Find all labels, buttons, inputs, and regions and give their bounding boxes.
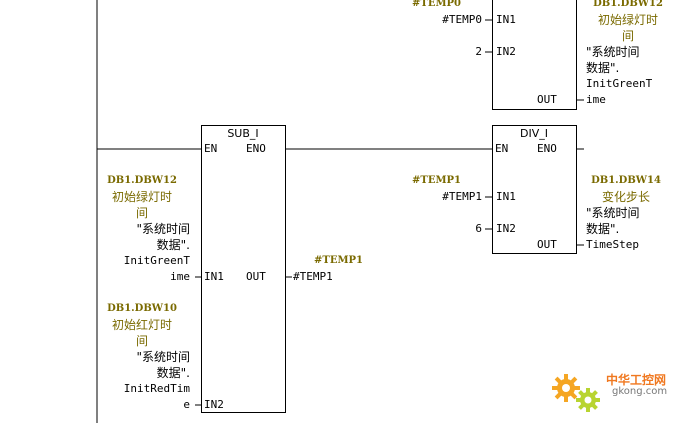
- sub-in2-symbol-1: "系统时间: [136, 350, 190, 364]
- div-out-address: DB1.DBW14: [591, 175, 661, 186]
- top-div-in1-pin: IN1: [496, 13, 516, 26]
- div-out-symbol-1: "系统时间: [586, 206, 640, 220]
- div-i-out-pin: OUT: [537, 238, 557, 251]
- sub-in2-address: DB1.DBW10: [107, 303, 177, 314]
- top-div-out-address: DB1.DBW12: [593, 0, 663, 9]
- top-div-in2-operand[interactable]: 2: [475, 45, 482, 58]
- sub-out-operand[interactable]: #TEMP1: [293, 270, 333, 283]
- div-in1-label: #TEMP1: [412, 175, 461, 186]
- sub-in1-symbol-3: InitGreenT: [123, 254, 190, 267]
- div-i-eno-pin: ENO: [537, 142, 557, 155]
- sub-i-in1-pin: IN1: [204, 270, 224, 283]
- div-in2-operand[interactable]: 6: [475, 222, 482, 235]
- top-div-out-symbol-2: 数据".: [586, 61, 620, 75]
- top-div-out-comment-1: 初始绿灯时: [597, 13, 658, 27]
- sub-i-title: SUB_I: [227, 127, 259, 140]
- div-out-comment: 变化步长: [601, 190, 650, 204]
- top-div-out-pin: OUT: [537, 93, 557, 106]
- top-div-out-symbol-1: "系统时间: [586, 45, 640, 59]
- top-div-block[interactable]: [492, 0, 577, 110]
- div-out-symbol-3[interactable]: TimeStep: [586, 238, 639, 251]
- div-i-title: DIV_I: [520, 127, 548, 140]
- sub-in2-symbol-2: 数据".: [156, 366, 190, 380]
- sub-out-label: #TEMP1: [314, 255, 363, 266]
- top-div-out-comment-2: 间: [621, 29, 634, 43]
- top-div-temp0-label: #TEMP0: [412, 0, 461, 9]
- sub-in2-comment-1: 初始红灯时: [111, 318, 172, 332]
- sub-in1-symbol-1: "系统时间: [136, 222, 190, 236]
- sub-in1-comment-2: 间: [135, 206, 148, 220]
- sub-i-in2-pin: IN2: [204, 398, 224, 411]
- div-out-symbol-2: 数据".: [586, 222, 620, 236]
- sub-i-out-pin: OUT: [246, 270, 266, 283]
- div-i-in1-pin: IN1: [496, 190, 516, 203]
- sub-i-eno-pin: ENO: [246, 142, 266, 155]
- top-div-out-symbol-4[interactable]: ime: [586, 93, 606, 106]
- sub-in2-symbol-3: InitRedTim: [123, 382, 190, 395]
- watermark-title: 中华工控网: [606, 373, 667, 387]
- div-in1-operand[interactable]: #TEMP1: [442, 190, 482, 203]
- sub-i-block[interactable]: [201, 125, 286, 413]
- sub-in1-address: DB1.DBW12: [107, 175, 177, 186]
- watermark-domain: gkong.com: [612, 386, 668, 397]
- sub-in1-symbol-4[interactable]: ime: [170, 270, 190, 283]
- sub-in1-symbol-2: 数据".: [156, 238, 190, 252]
- top-div-out-symbol-3: InitGreenT: [586, 77, 653, 90]
- div-i-en-pin: EN: [495, 142, 509, 155]
- gear-icon: [552, 374, 600, 412]
- div-i-block[interactable]: [492, 125, 577, 254]
- sub-in1-comment-1: 初始绿灯时: [111, 190, 172, 204]
- top-div-in2-pin: IN2: [496, 45, 516, 58]
- top-div-in1-operand[interactable]: #TEMP0: [442, 13, 482, 26]
- sub-i-en-pin: EN: [204, 142, 218, 155]
- sub-in2-comment-2: 间: [135, 334, 148, 348]
- div-i-in2-pin: IN2: [496, 222, 516, 235]
- sub-in2-symbol-4[interactable]: e: [183, 398, 190, 411]
